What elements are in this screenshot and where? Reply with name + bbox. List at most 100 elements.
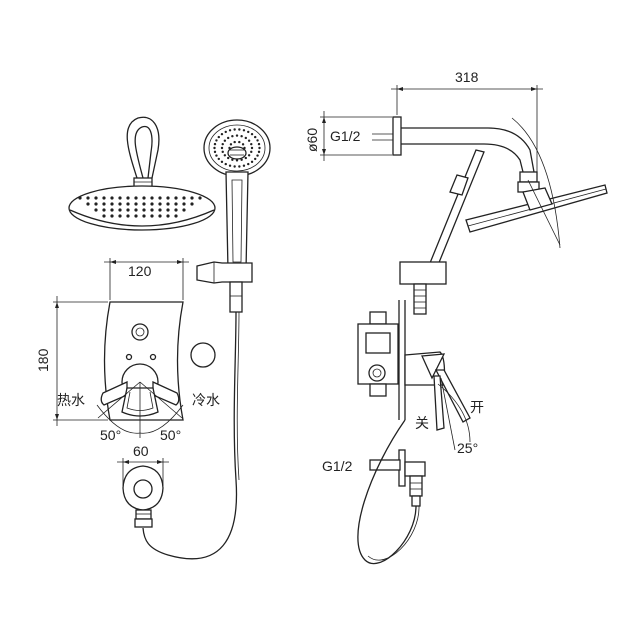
nozzle-dot [166, 214, 170, 218]
cold-angle-label: 50° [160, 427, 181, 443]
nozzle-dot [150, 214, 154, 218]
nozzle-dot [158, 196, 162, 200]
nozzle-dot [102, 214, 106, 218]
nozzle-dot [174, 214, 178, 218]
height-dimension-label: 180 [35, 348, 51, 372]
nozzle-dot [224, 130, 227, 134]
nozzle-dot [250, 160, 254, 164]
nozzle-dot [244, 156, 248, 160]
mixer-wall-plate [100, 301, 184, 421]
nozzle-dot [102, 202, 106, 206]
nozzle-dot [110, 202, 114, 206]
nozzle-dot [86, 202, 90, 206]
nozzle-dot [256, 154, 259, 157]
nozzle-dot [241, 143, 245, 146]
nozzle-dot [102, 196, 106, 200]
nozzle-dot [126, 196, 130, 200]
nozzle-dot [235, 134, 239, 137]
nozzle-dot [238, 140, 241, 144]
nozzle-dot [142, 208, 146, 212]
nozzle-dot [247, 162, 250, 166]
nozzle-dot [250, 142, 253, 146]
concealed-valve-body [357, 311, 399, 397]
nozzle-dot [126, 202, 130, 206]
nozzle-dot [257, 150, 261, 154]
nozzle-dot [118, 202, 122, 206]
bottom-outlet [369, 449, 426, 507]
nozzle-dot [226, 156, 230, 160]
nozzle-dot [126, 214, 130, 218]
nozzle-dot [233, 128, 236, 131]
nozzle-dot [217, 157, 220, 161]
nozzle-dot [238, 128, 241, 131]
nozzle-dot [158, 208, 162, 212]
nozzle-dot [182, 208, 186, 212]
diverter-knob [190, 342, 216, 368]
nozzle-dot [174, 196, 178, 200]
nozzle-dot [174, 202, 178, 206]
nozzle-dot [256, 139, 259, 142]
nozzle-dot [242, 164, 246, 167]
nozzle-dot [220, 132, 224, 136]
nozzle-dot [250, 150, 253, 154]
close-label: 关 [415, 415, 429, 431]
nozzle-dot [102, 208, 106, 212]
nozzle-dot [235, 159, 239, 162]
nozzle-dot [118, 196, 122, 200]
wall-inlet [117, 458, 169, 528]
nozzle-dot [217, 135, 220, 139]
nozzle-dot [221, 150, 224, 154]
right-side-view: 318 ø60 G1/2 G1/2 开 关 25° [304, 69, 608, 565]
shower-hose-right [357, 419, 417, 565]
nozzle-dot [110, 208, 114, 212]
nozzle-dot [190, 202, 194, 206]
wall-flange [392, 116, 402, 156]
nozzle-dot [220, 160, 224, 164]
nozzle-dot [134, 196, 138, 200]
nozzle-dot [118, 208, 122, 212]
nozzle-dot [254, 135, 257, 139]
nozzle-dot [223, 154, 227, 157]
nozzle-dot [213, 150, 217, 154]
nozzle-dot [142, 202, 146, 206]
hot-water-label: 热水 [57, 392, 85, 408]
nozzle-dot [229, 143, 233, 146]
nozzle-dot [166, 196, 170, 200]
nozzle-dot [150, 196, 154, 200]
nozzle-dot [134, 214, 138, 218]
overhead-head-side [465, 184, 608, 233]
nozzle-dot [224, 162, 227, 166]
nozzle-dot [198, 196, 202, 200]
nozzle-dot [110, 196, 114, 200]
nozzle-dot [240, 158, 243, 161]
nozzle-dot [231, 158, 234, 161]
nozzle-dot [110, 214, 114, 218]
bottom-thread-label: G1/2 [322, 458, 353, 474]
nozzle-dot [142, 214, 146, 218]
arm-length-label: 318 [455, 69, 479, 85]
nozzle-dot [221, 142, 224, 146]
nozzle-dot [150, 202, 154, 206]
nozzle-dot [220, 146, 224, 150]
nozzle-dot [215, 154, 218, 157]
nozzle-dot [94, 202, 98, 206]
flange-diameter-label: ø60 [304, 128, 320, 152]
cold-water-label: 冷水 [192, 392, 220, 408]
nozzle-dot [247, 154, 251, 157]
nozzle-dot [134, 202, 138, 206]
nozzle-dot [158, 202, 162, 206]
nozzle-dot [142, 196, 146, 200]
nozzle-dot [166, 208, 170, 212]
hand-shower [196, 119, 271, 313]
nozzle-dot [242, 129, 246, 132]
nozzle-dot [94, 196, 98, 200]
nozzle-dot [250, 146, 254, 150]
nozzle-dot [228, 129, 232, 132]
nozzle-dot [254, 157, 257, 161]
nozzle-dot [233, 165, 236, 168]
shower-hose-left [142, 311, 238, 560]
nozzle-dot [247, 130, 250, 134]
nozzle-dot [228, 164, 232, 167]
nozzle-dot [238, 165, 241, 168]
top-thread-label: G1/2 [330, 128, 361, 144]
